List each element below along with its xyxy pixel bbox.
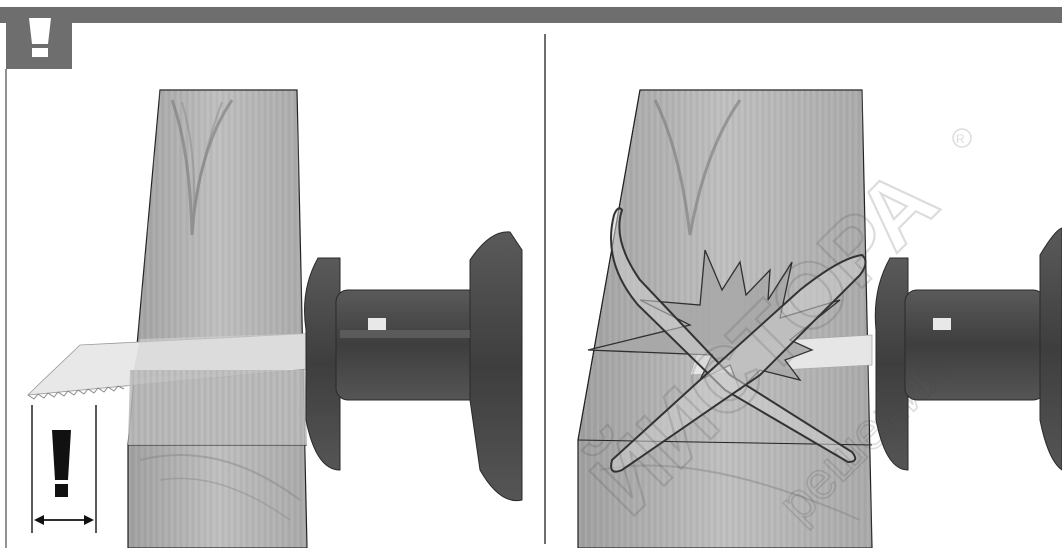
- wood-workpiece: [127, 89, 308, 548]
- reciprocating-saw-right: [874, 227, 1062, 471]
- attention-exclamation-icon: [29, 18, 51, 57]
- left-panel: [26, 89, 523, 548]
- header-bar: [0, 7, 1062, 23]
- right-panel: [577, 89, 1062, 548]
- saw-blade: [26, 332, 319, 400]
- svg-text:R: R: [956, 132, 965, 146]
- cross-out-icon: [610, 207, 867, 473]
- double-arrow-icon: [34, 515, 94, 525]
- exclamation-icon: [52, 430, 71, 497]
- reciprocating-saw: [304, 231, 523, 502]
